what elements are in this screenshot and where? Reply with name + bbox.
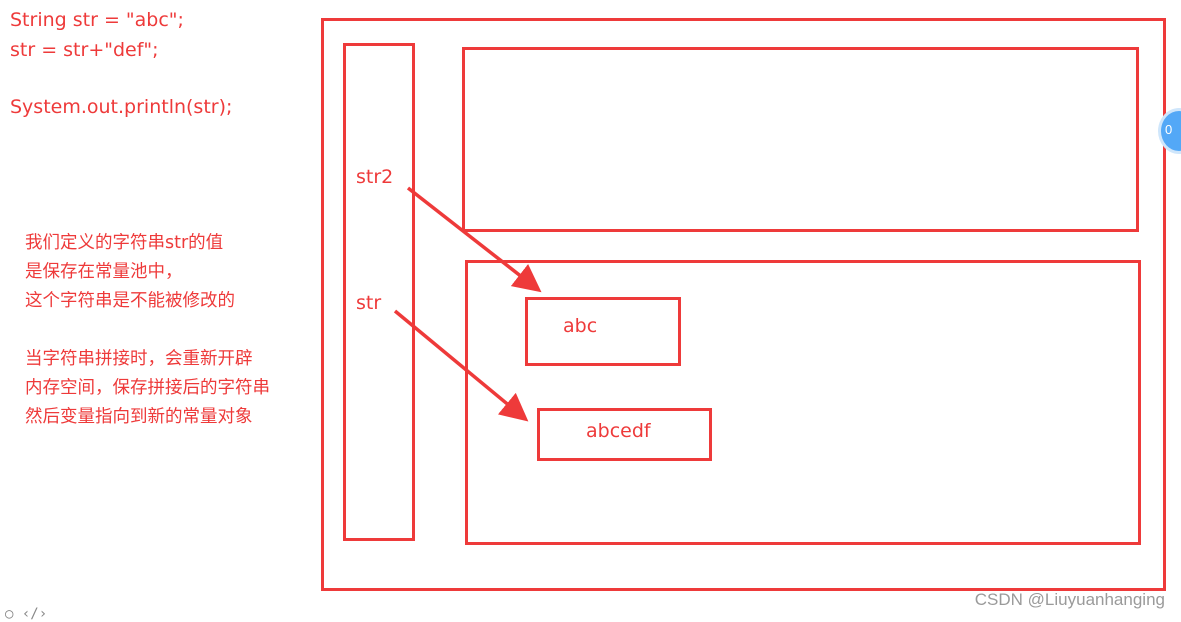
note-line-1: 我们定义的字符串str的值	[25, 233, 224, 253]
note-line-4: 当字符串拼接时，会重新开辟	[25, 349, 253, 369]
code-line-1: String str = "abc";	[10, 9, 184, 31]
constant-abc-box	[525, 297, 681, 366]
bottom-toolbar-icons[interactable]: ○ ‹/›	[5, 606, 48, 622]
note-line-5: 内存空间，保存拼接后的字符串	[25, 378, 270, 398]
side-floating-button[interactable]: 0	[1161, 111, 1181, 151]
code-line-2: str = str+"def";	[10, 39, 159, 61]
stack-box	[343, 43, 415, 541]
note-line-3: 这个字符串是不能被修改的	[25, 291, 235, 311]
code-line-3: System.out.println(str);	[10, 96, 233, 118]
constant-abc-label: abc	[563, 315, 598, 337]
memory-outer-box	[321, 18, 1166, 591]
side-badge-text: 0	[1165, 122, 1173, 137]
str2-reference-arrow	[406, 186, 542, 293]
constant-abcedf-box	[537, 408, 712, 461]
csdn-watermark: CSDN @Liuyuanhanging	[974, 590, 1165, 609]
constant-abcedf-label: abcedf	[586, 420, 651, 442]
heap-box	[462, 47, 1139, 232]
stack-var-str2-label: str2	[356, 166, 394, 188]
stack-var-str-label: str	[356, 292, 382, 314]
note-line-2: 是保存在常量池中，	[25, 262, 183, 282]
str-reference-arrow	[393, 309, 529, 422]
constant-pool-box	[465, 260, 1141, 545]
note-line-6: 然后变量指向到新的常量对象	[25, 407, 253, 427]
